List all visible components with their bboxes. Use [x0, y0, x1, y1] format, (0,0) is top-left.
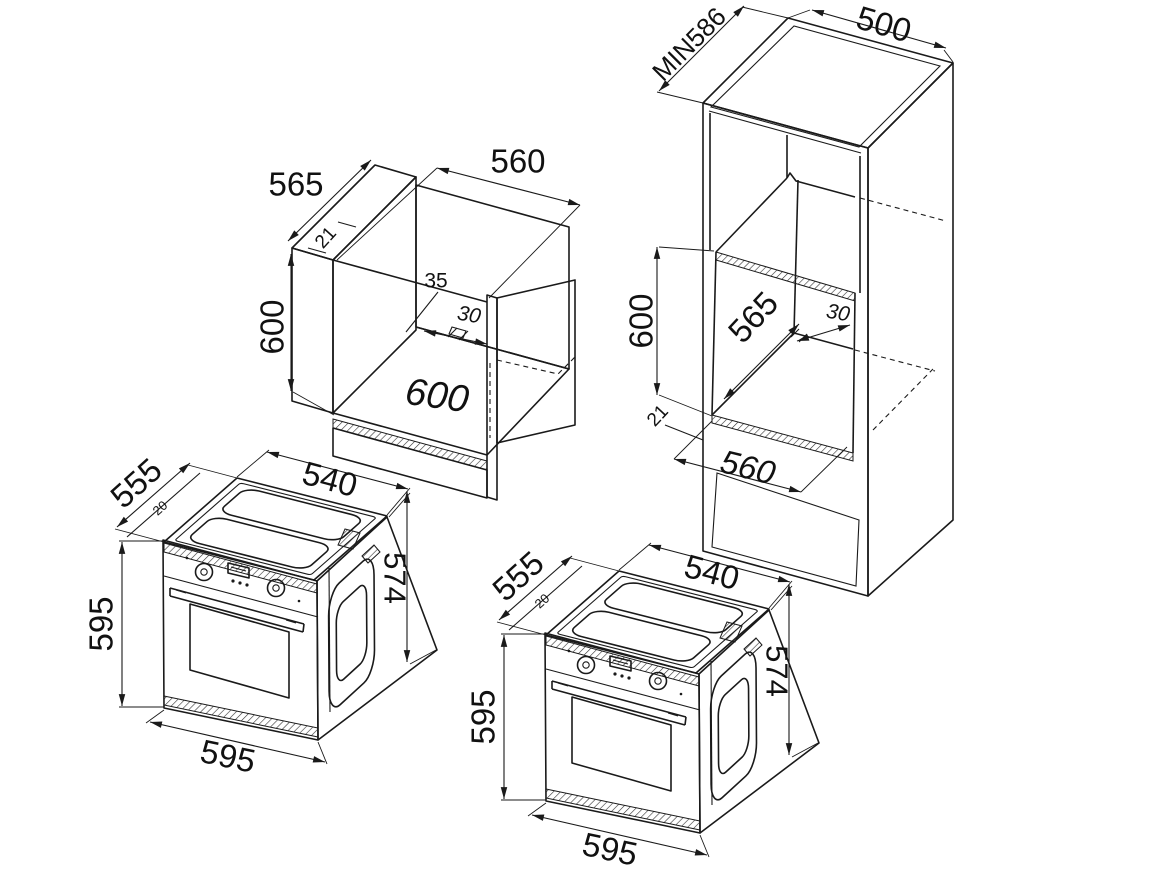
leader-35 — [405, 291, 439, 333]
oven-front-left-drawing — [115, 450, 438, 764]
plinth-front — [332, 427, 488, 499]
label-tall-niche-height: 600 — [623, 293, 660, 348]
label-ovenR-overhang: 20 — [532, 591, 553, 612]
label-ovenR-front-height: 595 — [465, 689, 502, 744]
dim-frame-21 — [664, 424, 704, 441]
label-ovenR-front-width: 595 — [579, 825, 641, 870]
niche-floor-left-edge — [711, 332, 795, 416]
built-under-cabinet-drawing — [287, 159, 581, 501]
back-wall-notch — [786, 172, 856, 198]
label-ovenR-body-height: 574 — [760, 645, 795, 697]
label-bu-service-gap: 30 — [456, 302, 483, 329]
niche-floor — [332, 326, 570, 456]
tall-right-face — [867, 62, 954, 597]
label-ovenL-front-height: 595 — [83, 596, 120, 651]
dim-niche-depth-565 — [723, 323, 800, 400]
label-bu-niche-depth: 600 — [403, 371, 472, 421]
dim-niche-height-600 — [287, 253, 335, 416]
label-bu-niche-width: 560 — [490, 143, 545, 180]
cutaway-dashed — [496, 355, 577, 375]
label-tall-service-gap: 30 — [825, 300, 852, 327]
dim-30 — [423, 330, 488, 345]
label-tall-niche-width: 560 — [717, 442, 780, 491]
upper-compartment — [708, 110, 947, 293]
label-ovenL-front-width: 595 — [197, 732, 259, 780]
right-panel-front — [486, 294, 498, 501]
tall-top-inner-border — [709, 25, 942, 148]
dim-min-depth-586 — [656, 5, 789, 104]
tall-front-face — [702, 102, 869, 597]
dim-thickness-21 — [307, 221, 357, 254]
label-tall-min-depth: MIN586 — [646, 1, 732, 87]
tall-niche — [711, 179, 936, 462]
dim-service-gap-30 — [790, 324, 851, 343]
dim-niche-width-560 — [673, 420, 848, 493]
label-tall-niche-depth: 565 — [721, 284, 786, 350]
niche-top-hatch — [715, 251, 856, 302]
oven-front-right-drawing — [497, 543, 820, 857]
tall-cabinet-drawing — [653, 5, 954, 597]
label-bu-niche-height: 600 — [254, 299, 291, 354]
dim-niche-height-600 — [653, 246, 715, 417]
right-panel-side — [496, 279, 576, 444]
niche-bottom-hatch — [711, 414, 854, 462]
dim-niche-width-560 — [336, 167, 581, 299]
side-panel-inner-face — [332, 176, 417, 414]
niche-floor-back-edge — [793, 332, 854, 350]
side-panel-front — [291, 247, 334, 414]
lower-panel-inner-border — [711, 472, 860, 587]
label-bu-side-depth: 565 — [268, 166, 323, 203]
niche-top-edge — [332, 259, 488, 303]
dim-side-depth-565 — [287, 159, 372, 242]
dim-top-width-500 — [787, 9, 954, 63]
label-bu-back-gap: 35 — [424, 270, 447, 293]
label-ovenL-overhang: 20 — [150, 498, 171, 519]
label-ovenL-body-height: 574 — [378, 552, 413, 604]
tall-top-face — [702, 17, 954, 149]
niche-back-left-edge — [793, 179, 799, 334]
shelf-left-edge — [715, 177, 788, 253]
label-tall-top-width: 500 — [852, 0, 915, 49]
label-bu-panel-thickness: 21 — [311, 223, 341, 253]
